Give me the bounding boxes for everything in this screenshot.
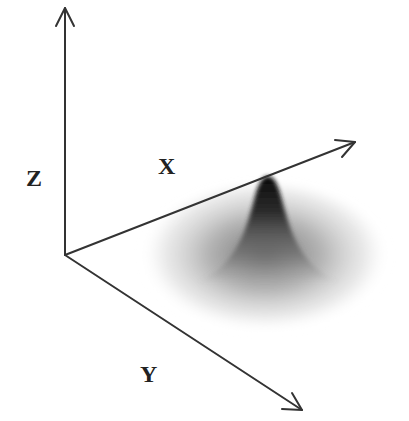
y-axis (65, 255, 302, 410)
surface-peak (196, 176, 340, 282)
z-axis (64, 8, 66, 255)
axis-label: X (158, 154, 175, 178)
axis-label: Y (140, 362, 157, 386)
arrowhead (56, 8, 74, 26)
axes (56, 8, 355, 410)
arrowhead (335, 140, 355, 157)
arrowhead (282, 393, 302, 410)
gaussian-surface (140, 176, 390, 340)
axis-label: Z (26, 166, 42, 190)
x-axis (65, 142, 355, 255)
